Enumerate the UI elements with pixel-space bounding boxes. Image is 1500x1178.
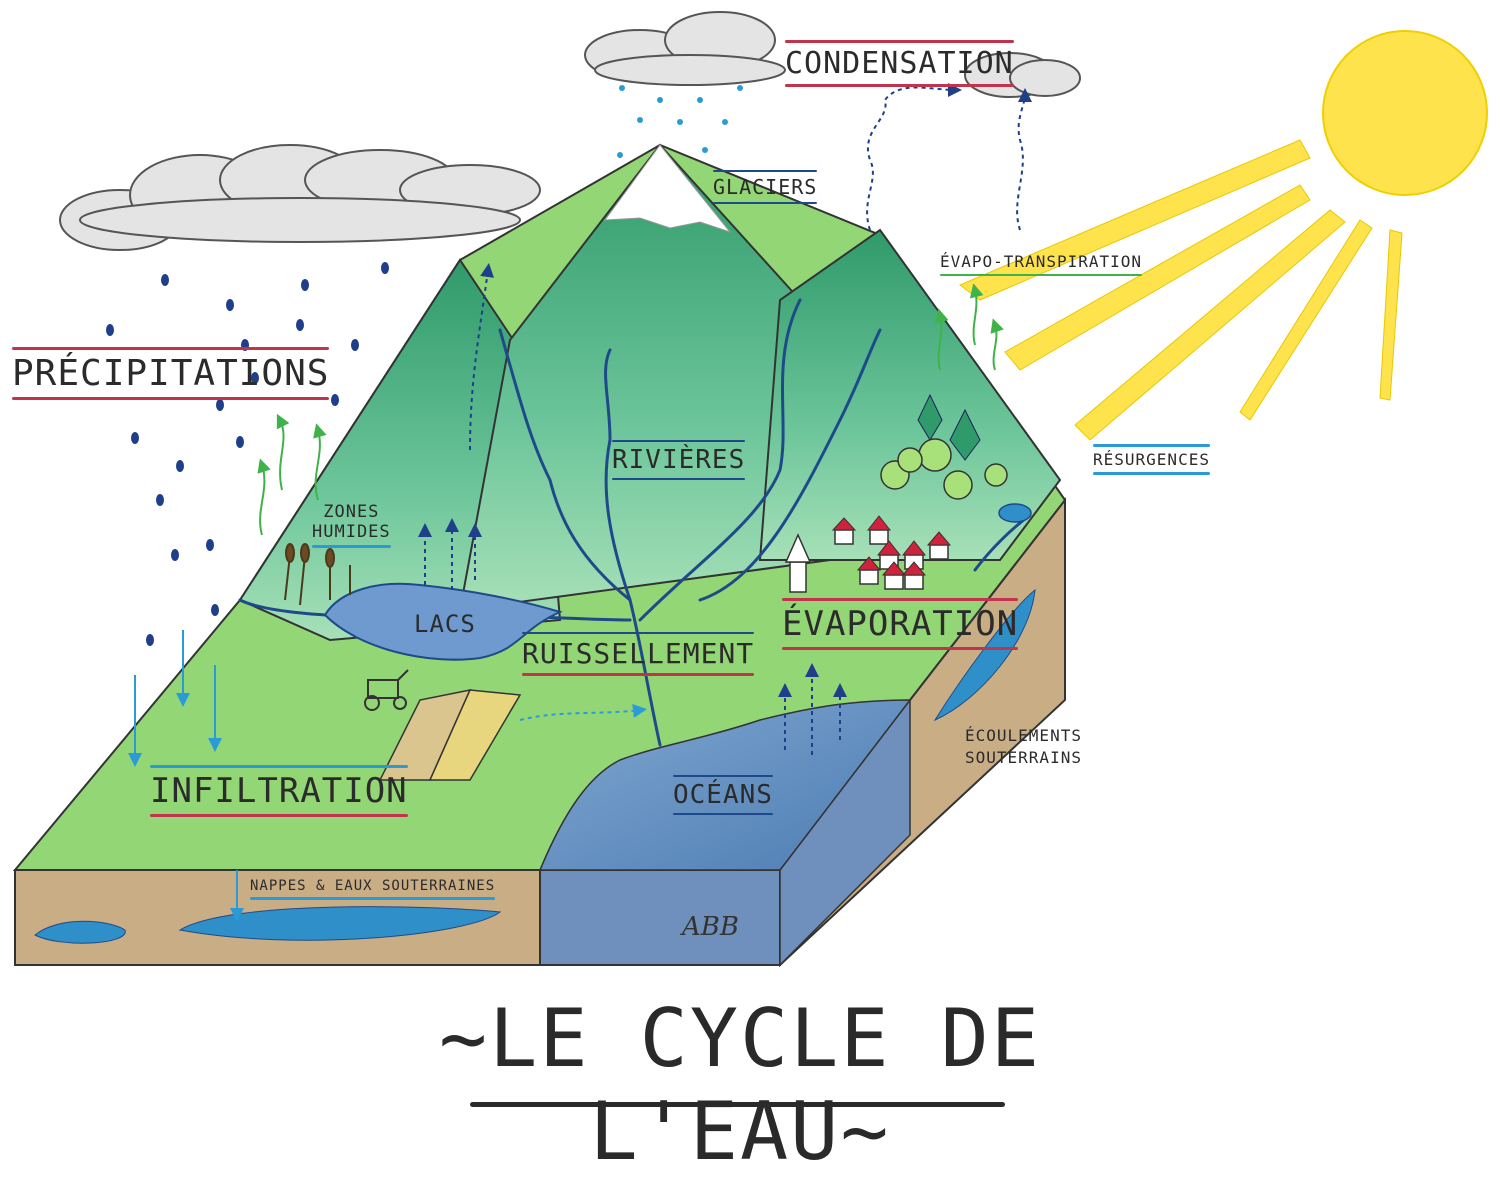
rivers bbox=[238, 298, 1032, 747]
rain-drops-small bbox=[617, 85, 743, 158]
sun bbox=[959, 30, 1488, 441]
label-evaporation: ÉVAPORATION bbox=[782, 598, 1019, 650]
label-evapo-transpiration: ÉVAPO-TRANSPIRATION bbox=[940, 252, 1143, 276]
diagram-title: ~LE CYCLE DE L'EAU~ bbox=[439, 992, 1041, 1178]
condensation-text: CONDENSATION bbox=[785, 46, 1014, 81]
evapo-transpiration-text: ÉVAPO-TRANSPIRATION bbox=[940, 252, 1143, 271]
label-glaciers: GLACIERS bbox=[713, 170, 818, 204]
condensation-underline bbox=[785, 84, 1014, 87]
infiltration-overline bbox=[150, 765, 408, 768]
lacs-text: LACS bbox=[414, 610, 476, 638]
precipitations-overline bbox=[12, 347, 330, 350]
ruissellement-underline bbox=[522, 673, 755, 676]
label-lacs: LACS bbox=[414, 610, 476, 638]
rivieres-underline bbox=[612, 478, 746, 480]
ecoulements-line2: SOUTERRAINS bbox=[965, 748, 1082, 767]
groundwater bbox=[34, 588, 1036, 944]
nappes-text: NAPPES & EAUX SOUTERRAINES bbox=[250, 878, 496, 894]
infiltration-text: INFILTRATION bbox=[150, 771, 408, 811]
label-rivieres: RIVIÈRES bbox=[612, 440, 746, 480]
nappes-underline bbox=[250, 897, 496, 900]
sun-rays bbox=[959, 139, 1403, 441]
cloud-left bbox=[59, 144, 541, 251]
zones-humides-line2: HUMIDES bbox=[312, 522, 391, 542]
ecoulements-line1: ÉCOULEMENTS bbox=[965, 726, 1082, 745]
resurgences-underline bbox=[1093, 472, 1210, 475]
label-zones-humides: ZONES HUMIDES bbox=[312, 502, 391, 548]
label-oceans: OCÉANS bbox=[673, 775, 773, 815]
church-icon bbox=[784, 533, 812, 563]
evapo-transpiration-underline bbox=[940, 274, 1143, 276]
oceans-text: OCÉANS bbox=[673, 780, 773, 810]
sun-disc bbox=[1322, 30, 1488, 196]
infiltration-arrows bbox=[128, 630, 647, 922]
artist-signature: ABB bbox=[682, 912, 739, 942]
resurgences-overline bbox=[1093, 444, 1210, 447]
glacier-snow bbox=[603, 144, 732, 234]
oceans-overline bbox=[673, 775, 773, 777]
zones-humides-line1: ZONES bbox=[323, 502, 380, 522]
ocean-surface bbox=[538, 699, 912, 871]
label-condensation: CONDENSATION bbox=[785, 40, 1014, 87]
wetland-reeds bbox=[284, 543, 351, 606]
lake bbox=[323, 582, 563, 661]
glaciers-underline bbox=[713, 202, 818, 204]
ruissellement-text: RUISSELLEMENT bbox=[522, 637, 755, 670]
evaporation-underline bbox=[782, 647, 1019, 650]
fields bbox=[378, 688, 522, 781]
label-infiltration: INFILTRATION bbox=[150, 765, 408, 817]
condensation-overline bbox=[785, 40, 1014, 43]
evaporation-arrows bbox=[418, 82, 1032, 755]
rain-drops bbox=[106, 262, 389, 726]
infiltration-underline bbox=[150, 814, 408, 817]
cloud-top bbox=[584, 11, 786, 86]
transpiration-arrows bbox=[257, 283, 1004, 536]
precipitations-text: PRÉCIPITATIONS bbox=[12, 353, 330, 394]
rivieres-text: RIVIÈRES bbox=[612, 445, 746, 475]
tractor-icon bbox=[364, 669, 409, 711]
label-ruissellement: RUISSELLEMENT bbox=[522, 632, 755, 676]
zones-humides-underline bbox=[312, 545, 391, 548]
oceans-underline bbox=[673, 813, 773, 815]
forest bbox=[880, 393, 1008, 500]
label-ecoulements-souterrains: ÉCOULEMENTS SOUTERRAINS bbox=[965, 725, 1082, 769]
precipitations-underline bbox=[12, 397, 330, 400]
evaporation-text: ÉVAPORATION bbox=[782, 604, 1019, 644]
ocean-front-face bbox=[539, 869, 781, 966]
label-nappes: NAPPES & EAUX SOUTERRAINES bbox=[250, 878, 496, 900]
label-resurgences: RÉSURGENCES bbox=[1093, 444, 1210, 475]
resurgence-pond bbox=[998, 503, 1032, 523]
glaciers-overline bbox=[713, 170, 818, 172]
resurgences-text: RÉSURGENCES bbox=[1093, 450, 1210, 469]
water-cycle-diagram bbox=[12, 11, 1488, 968]
evaporation-overline bbox=[782, 598, 1019, 601]
village bbox=[784, 515, 952, 593]
rivieres-overline bbox=[612, 440, 746, 442]
ruissellement-overline bbox=[522, 632, 755, 634]
label-precipitations: PRÉCIPITATIONS bbox=[12, 347, 330, 400]
glaciers-text: GLACIERS bbox=[713, 175, 818, 199]
title-underline bbox=[470, 1102, 1005, 1107]
